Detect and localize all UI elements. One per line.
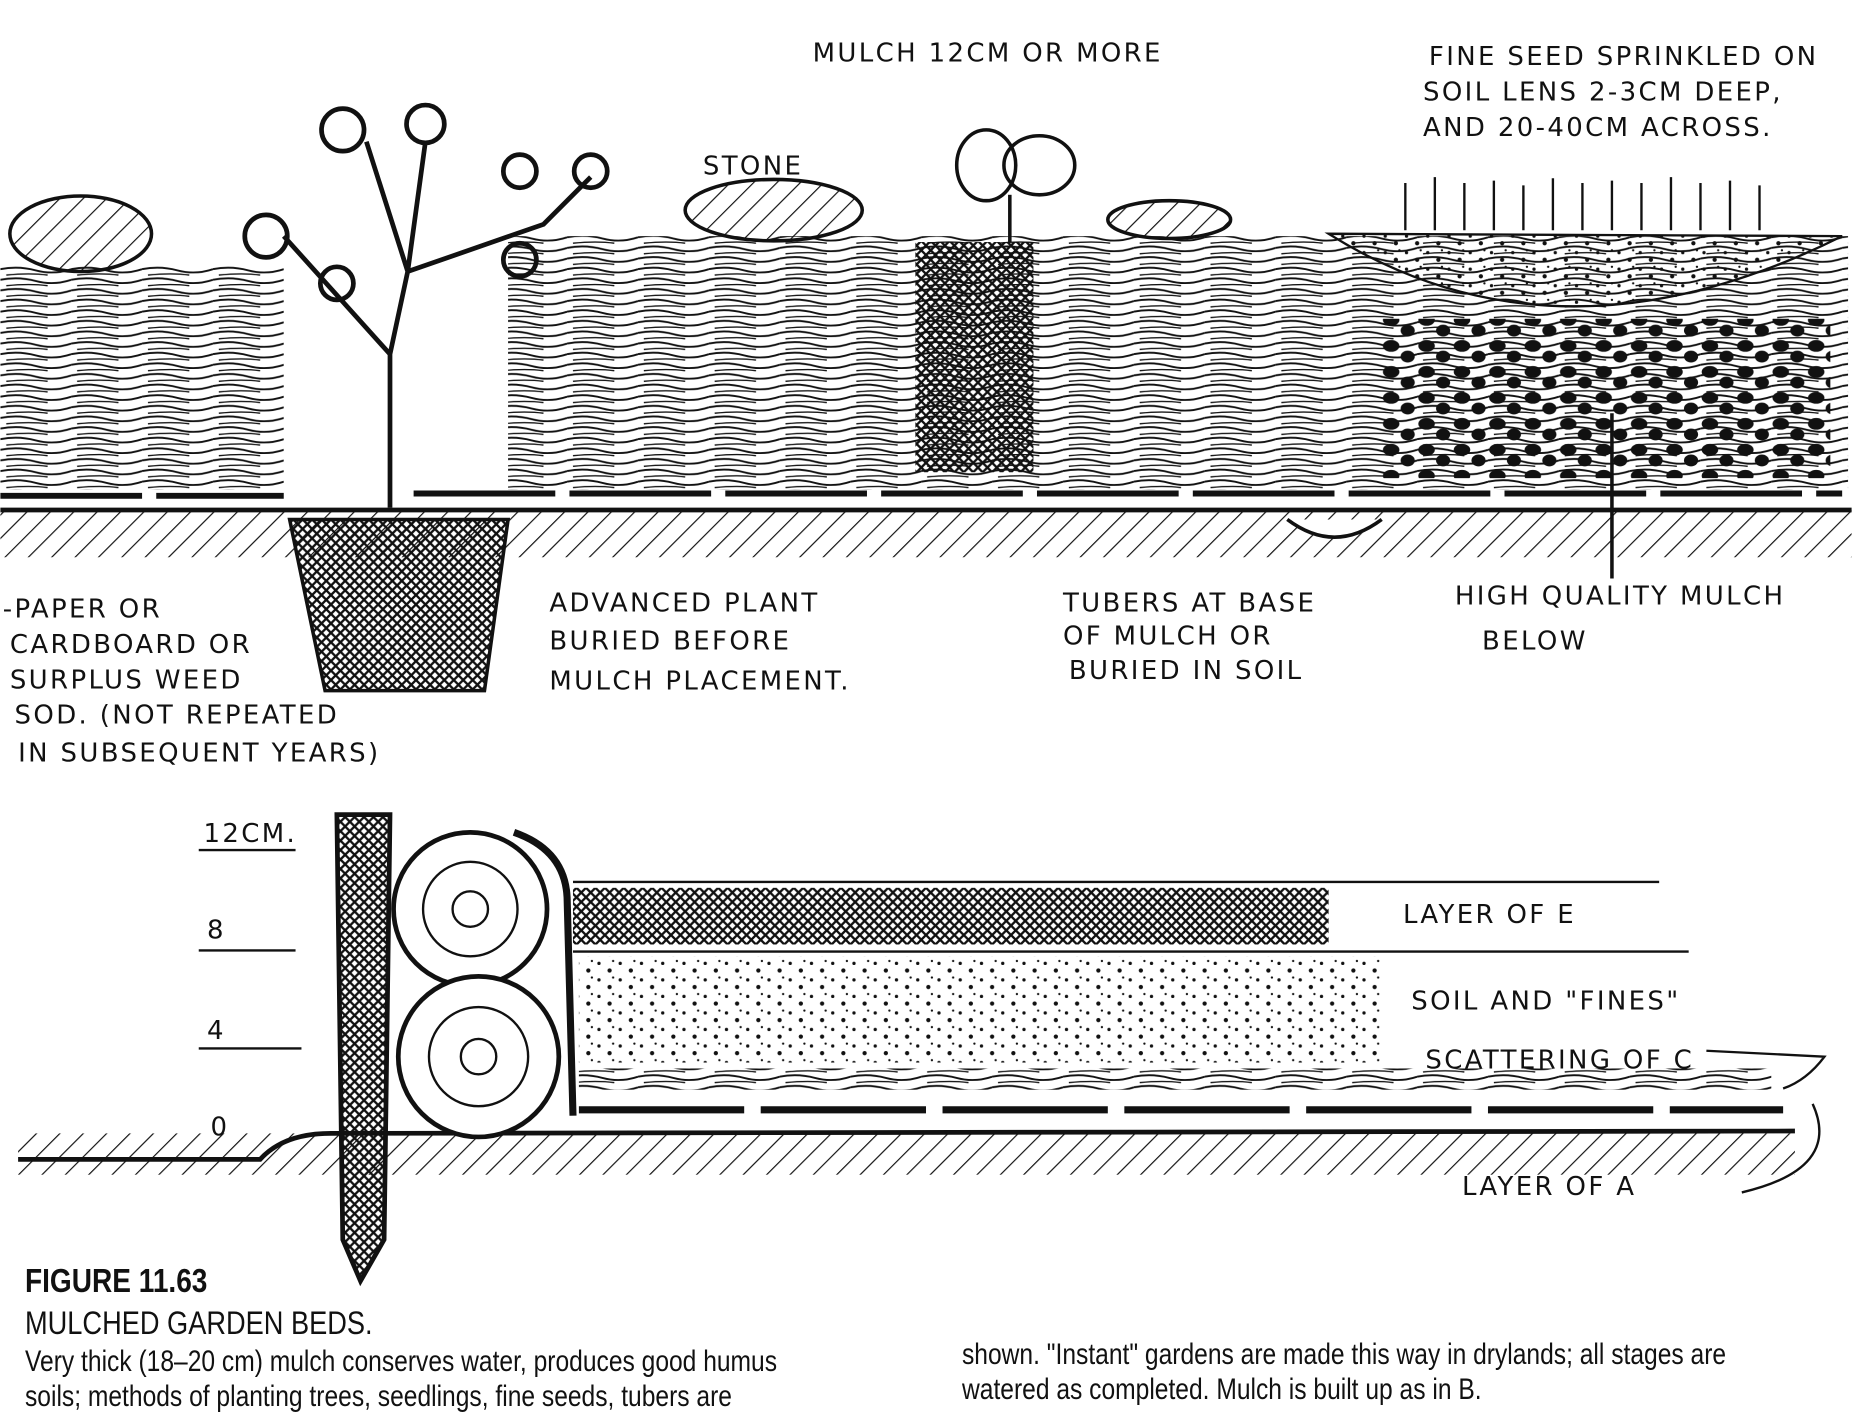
scale-4: 4 [207,1016,226,1046]
label-high-quality-1: HIGH QUALITY MULCH [1455,581,1785,611]
layer-e [572,887,1329,945]
stake-icon [334,812,393,1287]
arrow-icon [1706,1049,1827,1090]
caption-col2-line1: shown. "Instant" gardens are made this w… [962,1338,1727,1371]
figure-title: MULCHED GARDEN BEDS. [25,1305,373,1341]
caption-col1-line1: Very thick (18–20 cm) mulch conserves wa… [25,1345,778,1378]
arrow-icon [1741,1103,1821,1194]
log-roll-icon [395,974,562,1140]
log-ring [451,890,490,928]
label-paper-1: -PAPER OR [3,594,162,624]
scale-12cm: 12CM. [203,819,297,849]
section-a: MULCH 12CM OR MORE FINE SEED SPRINKLED O… [0,38,1852,768]
section-b: 12CM. 8 4 0 LAYER OF E SOIL AND "FINES" … [18,812,1827,1287]
label-paper-4: SOD. (NOT REPEATED [15,701,340,731]
label-soil-fines: SOIL AND "FINES" [1411,986,1680,1016]
label-layer-a: LAYER OF A [1462,1172,1636,1202]
paper-layer [0,490,1843,499]
seedling-icon [954,128,1077,243]
high-quality-mulch [1381,318,1831,479]
log-ring [421,860,519,958]
ground-line-b [18,1128,1795,1162]
label-tubers-3: BURIED IN SOIL [1069,656,1304,686]
label-tubers-2: OF MULCH OR [1063,622,1273,652]
ground-hatch [0,510,1852,558]
label-paper-2: CARDBOARD OR [10,630,252,660]
label-mulch-depth: MULCH 12CM OR MORE [813,38,1163,68]
dense-mulch-column [915,242,1034,473]
label-advanced-3: MULCH PLACEMENT. [549,666,850,696]
label-advanced-1: ADVANCED PLANT [549,589,819,619]
label-fine-seed-2: SOIL LENS 2-3CM DEEP, [1423,77,1783,107]
stone-icon [683,177,865,243]
root-ball [287,517,511,693]
soil-lens [1324,232,1843,308]
edge-board [512,828,577,1116]
caption-col2-line2: watered as completed. Mulch is built up … [962,1373,1482,1406]
stone-icon [1106,198,1233,241]
log-ring [427,1005,530,1108]
scale-0: 0 [211,1113,230,1143]
label-fine-seed-3: AND 20-40CM ACROSS. [1423,113,1773,143]
label-stone: STONE [703,152,803,182]
log-roll-icon [391,829,550,989]
stone-icon [8,194,154,274]
figure-number: FIGURE 11.63 [25,1262,208,1299]
label-advanced-2: BURIED BEFORE [549,626,791,656]
seedling-sprouts [1404,177,1761,231]
layer-soil-fines [578,956,1382,1063]
ground-hatch-b [18,1133,1795,1175]
label-tubers-1: TUBERS AT BASE [1062,589,1316,619]
mulch-left [0,265,284,490]
label-paper-3: SURPLUS WEED [10,665,243,695]
label-fine-seed-1: FINE SEED SPRINKLED ON [1429,42,1818,72]
label-layer-e: LAYER OF E [1403,900,1576,930]
label-scattering-c: SCATTERING OF C [1425,1045,1694,1075]
tree-icon [242,102,610,508]
caption-col1-line2: soils; methods of planting trees, seedli… [25,1380,732,1413]
label-high-quality-2: BELOW [1482,626,1588,656]
layer-scattering-c [578,1068,1772,1090]
label-paper-5: IN SUBSEQUENT YEARS) [18,738,380,768]
scale-8: 8 [207,916,226,946]
tuber-icon [1286,518,1383,539]
log-ring [459,1037,498,1076]
